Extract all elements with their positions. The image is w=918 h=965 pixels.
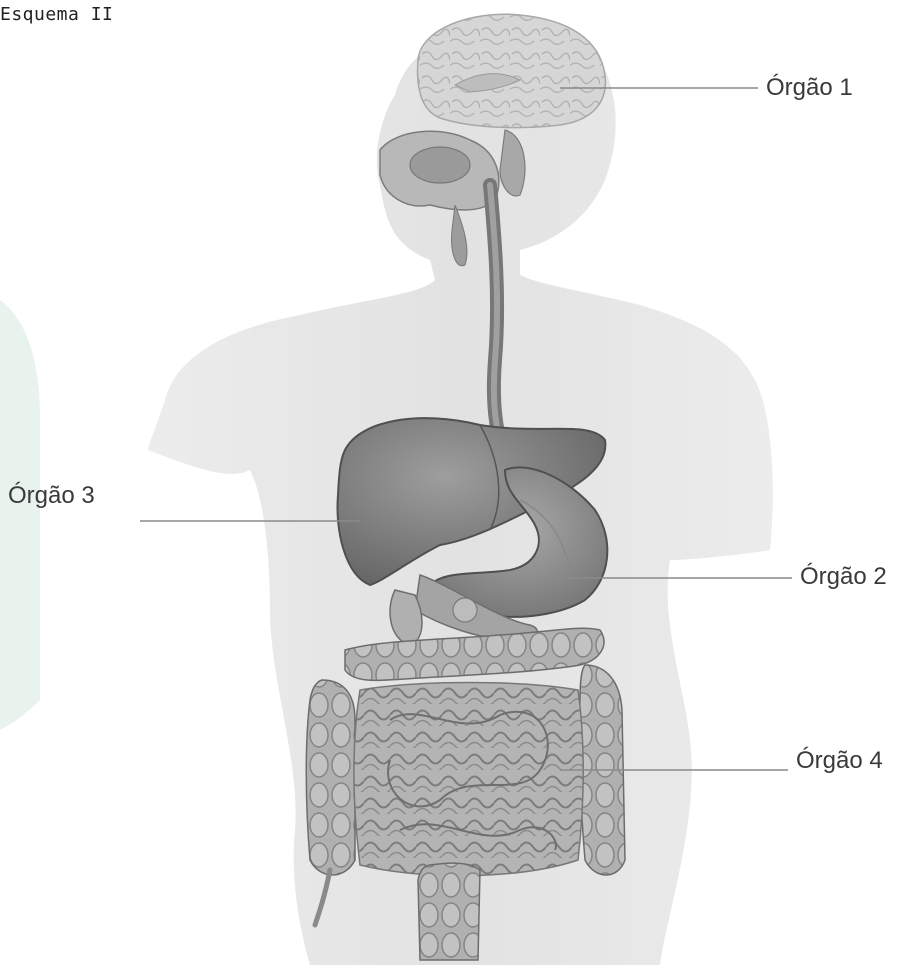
background-accent xyxy=(0,300,40,730)
label-organ-4: Órgão 4 xyxy=(796,747,883,775)
brain-shape xyxy=(418,14,606,127)
ascending-colon xyxy=(306,680,355,875)
rectum xyxy=(418,863,480,960)
label-organ-1: Órgão 1 xyxy=(766,74,853,102)
label-organ-2: Órgão 2 xyxy=(800,563,887,591)
label-organ-3: Órgão 3 xyxy=(8,482,95,510)
